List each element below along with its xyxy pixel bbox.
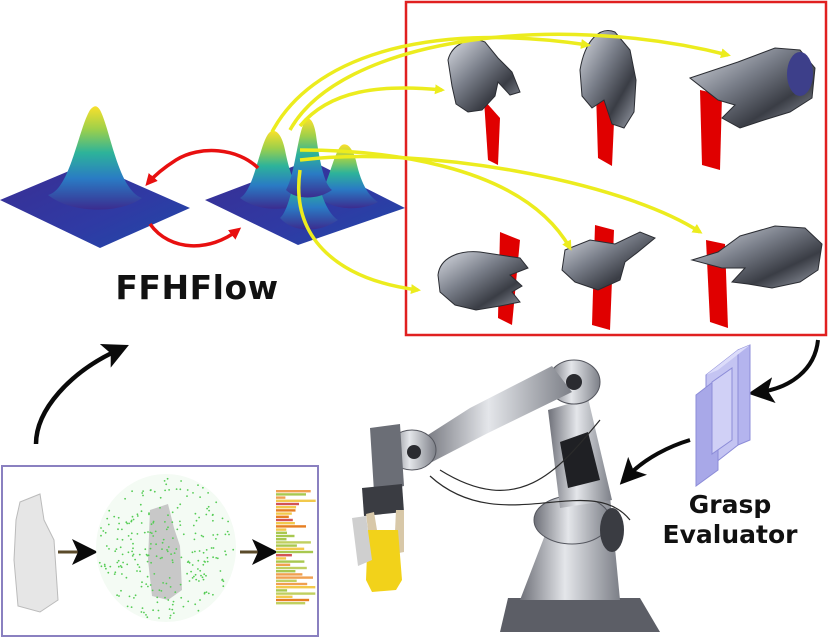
feature-bar	[276, 579, 297, 582]
bottle-object	[366, 530, 402, 592]
feature-bar	[276, 570, 296, 573]
feature-bar	[276, 538, 287, 541]
feature-bar	[276, 544, 297, 547]
robot-hand-icon	[688, 47, 816, 129]
evaluator-label-line1: Grasp	[688, 490, 772, 519]
feature-bar	[276, 496, 286, 499]
feature-bar	[276, 554, 292, 557]
feature-bar	[276, 586, 316, 589]
bottle-mesh-icon	[148, 504, 182, 600]
feature-bar	[276, 515, 289, 518]
feature-bar	[276, 531, 287, 534]
evaluator-to-robot-arrow	[619, 438, 691, 485]
feature-bar	[276, 589, 288, 592]
sampling-arrows	[270, 32, 731, 295]
sample-arrow	[299, 148, 572, 251]
point-cloud-icon	[484, 100, 500, 165]
point-cloud-icon	[700, 90, 722, 170]
evaluator-label: Grasp Evaluator	[640, 490, 820, 550]
robot-base	[500, 598, 660, 632]
grasp-candidate-2	[579, 30, 637, 166]
robot-hand-icon	[447, 39, 521, 113]
feature-bar	[276, 563, 291, 566]
model-title: FFHFlow	[115, 268, 279, 307]
input-to-model-arrow	[33, 344, 129, 445]
sample-arrow	[288, 32, 731, 131]
flow-arrow-reverse	[145, 148, 260, 187]
feature-bar	[276, 493, 306, 496]
feature-bar	[276, 566, 307, 570]
gaussian-peak-icon	[48, 106, 142, 210]
grasp-candidate-5	[561, 225, 656, 330]
feature-bar	[276, 550, 314, 554]
multi-peak-distribution-icon	[318, 144, 378, 209]
feature-bar	[276, 541, 311, 544]
feature-bar	[276, 522, 295, 525]
sample-arrow	[299, 154, 703, 234]
feature-bar	[276, 547, 305, 550]
robot-hand-icon	[561, 231, 656, 291]
feature-bar	[276, 528, 287, 531]
hand-wrist	[787, 52, 813, 96]
feature-bar	[276, 525, 306, 528]
feature-bar	[276, 490, 311, 493]
feature-bar	[276, 560, 305, 563]
sample-arrow	[297, 169, 421, 295]
feature-bar	[276, 499, 316, 502]
point-cloud-points	[98, 477, 235, 619]
feature-bar	[276, 598, 310, 602]
grasp-candidate-6	[690, 225, 823, 328]
feature-bar	[276, 573, 303, 576]
grasp-candidate-4	[437, 232, 529, 325]
robot-link-forearm	[420, 366, 572, 462]
feature-bar	[276, 592, 316, 595]
robot-hand-icon	[690, 225, 823, 289]
feature-bar	[276, 509, 296, 512]
sample-arrow	[298, 84, 445, 128]
bottle-mesh-icon	[13, 493, 59, 613]
feature-bar	[276, 602, 306, 605]
robot-hand-icon	[437, 251, 529, 311]
single-gaussian-distribution	[0, 106, 190, 248]
flow-arrow-forward	[148, 222, 242, 248]
candidates-to-evaluator-arrow	[748, 339, 820, 404]
grasp-candidates-frame	[404, 0, 828, 337]
feature-vector-icon	[276, 490, 316, 605]
feature-bar	[276, 557, 287, 560]
feature-bar	[276, 582, 308, 586]
feature-bar	[276, 502, 299, 506]
robot-arm-icon	[352, 359, 660, 632]
robot-wrist	[370, 424, 404, 492]
feature-bar	[276, 518, 293, 522]
sample-arrow	[270, 35, 591, 133]
feature-bar	[276, 595, 293, 598]
feature-bar	[276, 576, 313, 579]
feature-bar	[276, 534, 295, 538]
feature-bar	[276, 506, 297, 509]
grasp-candidate-1	[447, 39, 521, 165]
feature-bar	[276, 512, 292, 515]
grasp-candidate-3	[688, 47, 816, 170]
input-panel	[1, 465, 319, 637]
layered-evaluator-icon	[695, 344, 751, 487]
multi-peak-distribution	[205, 118, 405, 245]
evaluator-label-line2: Evaluator	[662, 520, 798, 549]
robot-hand-icon	[579, 30, 637, 129]
